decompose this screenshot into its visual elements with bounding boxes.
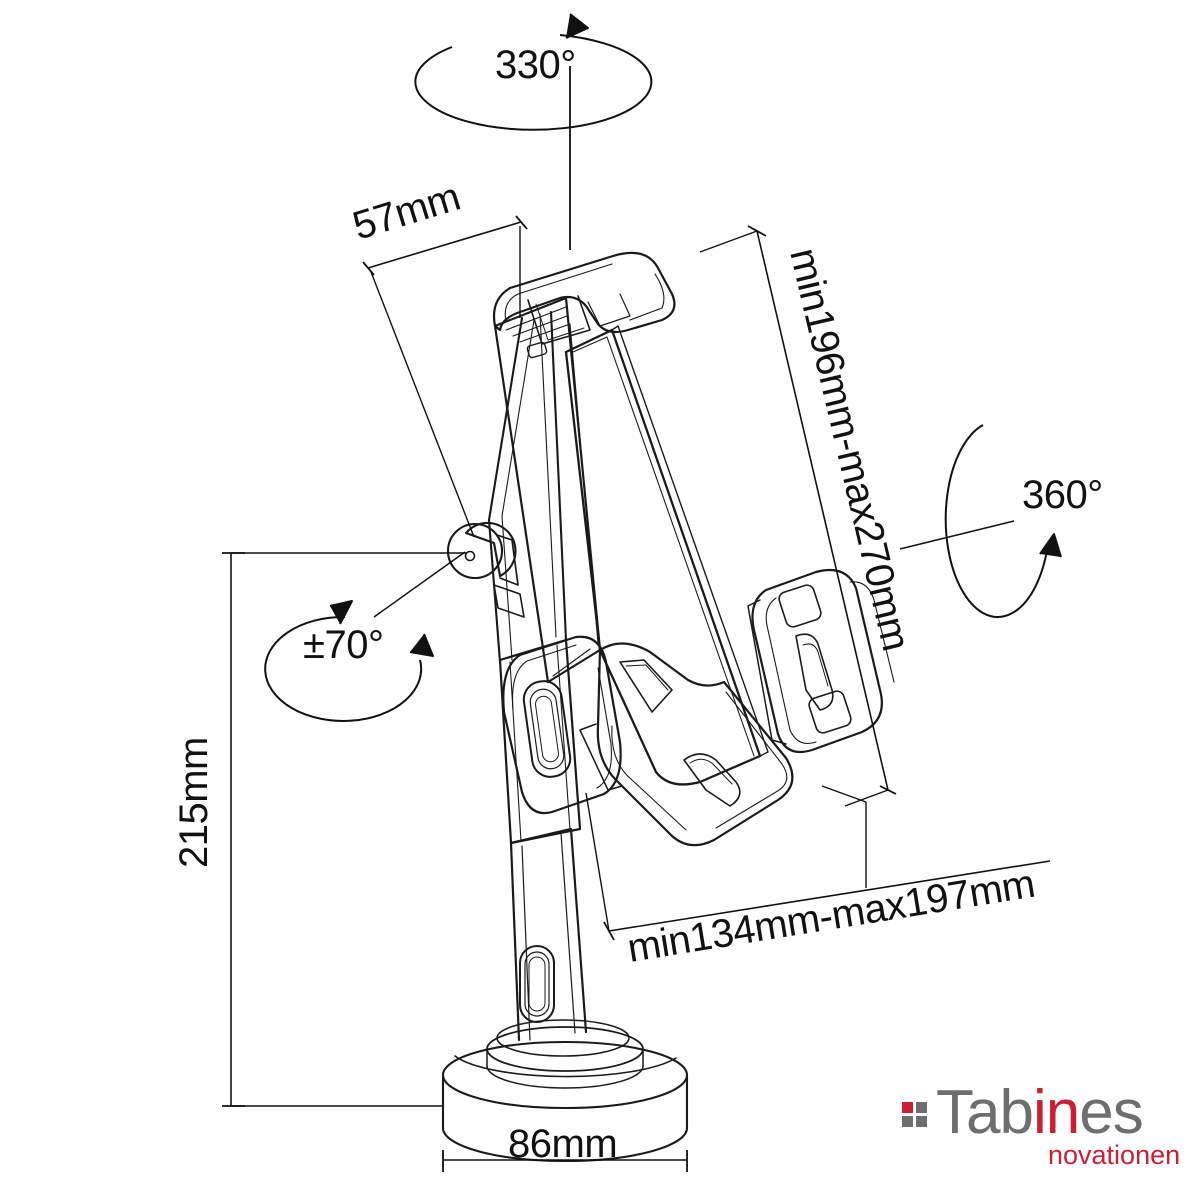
logo-word-part3: es	[1079, 1078, 1143, 1147]
logo-subtitle: novationen	[1048, 1140, 1181, 1170]
dimension-width-134-197	[585, 785, 1051, 941]
label-base-86mm: 86mm	[508, 1122, 617, 1166]
logo-wordmark: Tabines	[936, 1082, 1144, 1144]
dimension-215mm	[222, 552, 466, 1107]
logo-square-bottom-right	[916, 1116, 927, 1127]
right-clamp-arm	[747, 568, 895, 754]
label-height-196-270: min196mm-max270mm	[781, 244, 918, 655]
rotation-330-indicator	[414, 13, 653, 250]
tablet-holder-plate	[493, 296, 769, 786]
label-rotation-330: 330°	[495, 43, 576, 87]
stand-base	[441, 1019, 689, 1163]
tablines-logo: Tabines novationen	[900, 1082, 1181, 1190]
logo-word-part2: in	[1032, 1078, 1080, 1147]
label-height-215mm: 215mm	[172, 737, 216, 868]
mid-arm	[498, 635, 622, 845]
dimension-57mm	[362, 215, 528, 538]
upper-arm	[487, 310, 568, 664]
label-depth-57mm: 57mm	[348, 175, 465, 249]
dimension-height-196-270	[699, 225, 897, 807]
bottom-clamp-arm	[579, 642, 794, 847]
logo-squares-icon	[902, 1102, 928, 1128]
tilt-pivot-joint	[446, 521, 525, 618]
logo-square-top-left	[902, 1102, 913, 1113]
logo-square-top-right	[916, 1102, 927, 1113]
rotation-360-indicator	[899, 424, 1062, 618]
label-rotation-360: 360°	[1022, 473, 1103, 517]
label-width-134-197: min134mm-max197mm	[624, 862, 1037, 971]
label-tilt-70: ±70°	[303, 623, 383, 667]
logo-square-bottom-left	[902, 1116, 913, 1127]
dimension-86mm	[442, 1150, 688, 1172]
stand-column	[509, 827, 588, 1042]
rotation-70-indicator	[264, 551, 466, 722]
logo-word-part1: Tab	[936, 1078, 1034, 1147]
